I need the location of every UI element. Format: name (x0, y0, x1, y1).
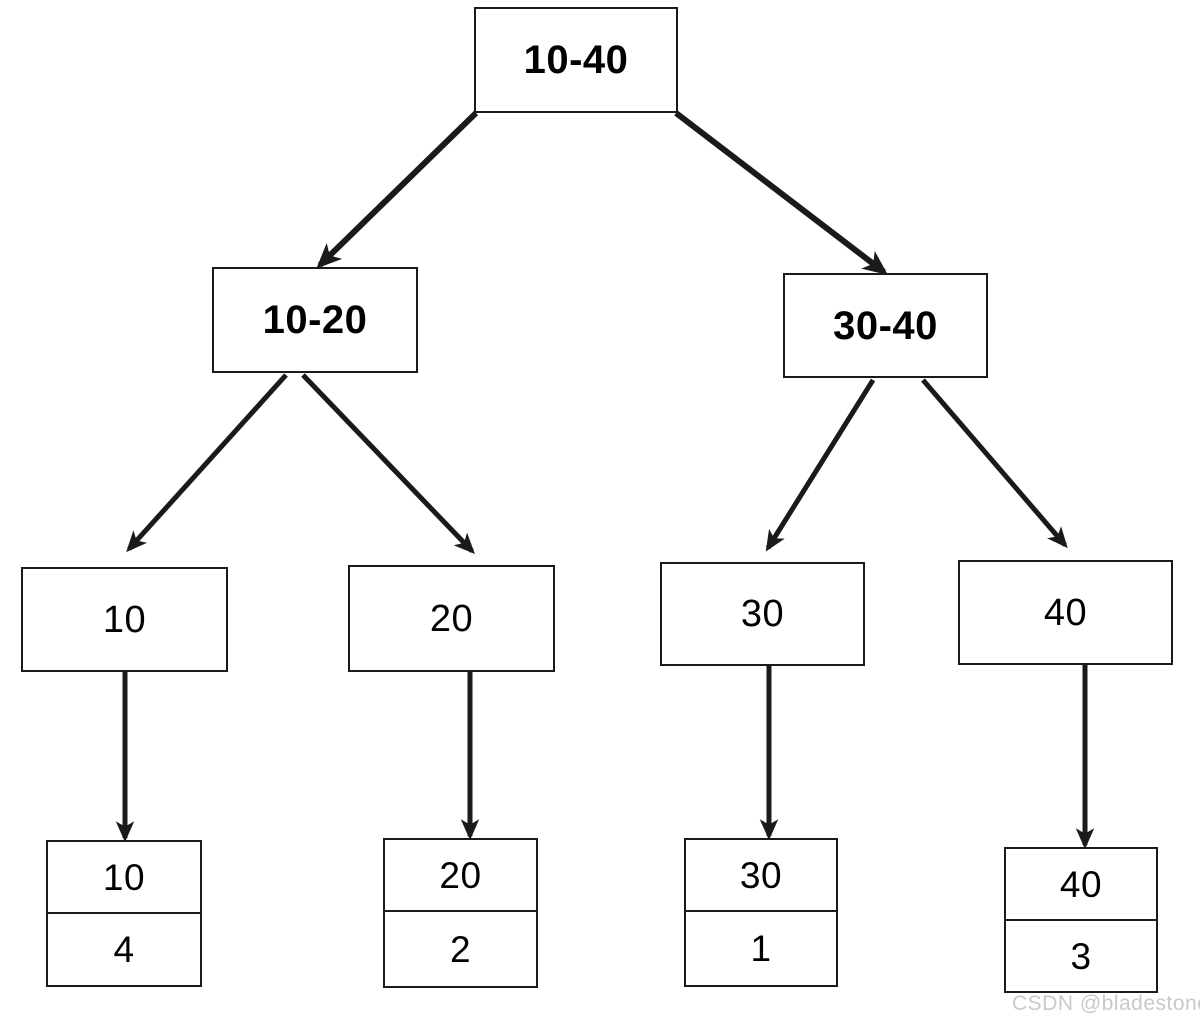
node-label: 40 (1043, 591, 1088, 634)
node-label: 10-20 (262, 298, 368, 342)
node-label: 10 (102, 598, 147, 641)
tree-node-key-20[interactable]: 20 (348, 565, 555, 672)
leaf-value: 4 (48, 912, 200, 985)
edge-right-to-key40 (921, 378, 1068, 549)
tree-node-left-range[interactable]: 10-20 (212, 267, 418, 373)
tree-node-key-40[interactable]: 40 (958, 560, 1173, 665)
leaf-value: 1 (686, 910, 836, 985)
leaf-key: 20 (439, 854, 482, 896)
leaf-key: 30 (739, 854, 783, 896)
tree-node-key-10[interactable]: 10 (21, 567, 228, 672)
leaf-key: 40 (1059, 863, 1103, 905)
edge-left-to-key10 (126, 373, 288, 553)
edge-left-to-key20 (301, 373, 475, 555)
node-label: 10-40 (523, 38, 629, 82)
tree-node-key-30[interactable]: 30 (660, 562, 865, 666)
watermark: CSDN @bladestone (1012, 992, 1200, 1015)
leaf-value: 2 (385, 910, 536, 986)
node-label: 20 (429, 597, 474, 640)
tree-node-right-range[interactable]: 30-40 (783, 273, 988, 378)
edge-root-to-right (674, 110, 889, 276)
leaf-value: 3 (1006, 919, 1156, 991)
edge-right-to-key30 (765, 378, 876, 552)
node-label: 30 (740, 593, 785, 635)
tree-node-root[interactable]: 10-40 (474, 7, 678, 113)
node-label: 30-40 (833, 303, 938, 348)
edge-root-to-left (316, 110, 479, 269)
leaf-key: 10 (102, 856, 146, 898)
